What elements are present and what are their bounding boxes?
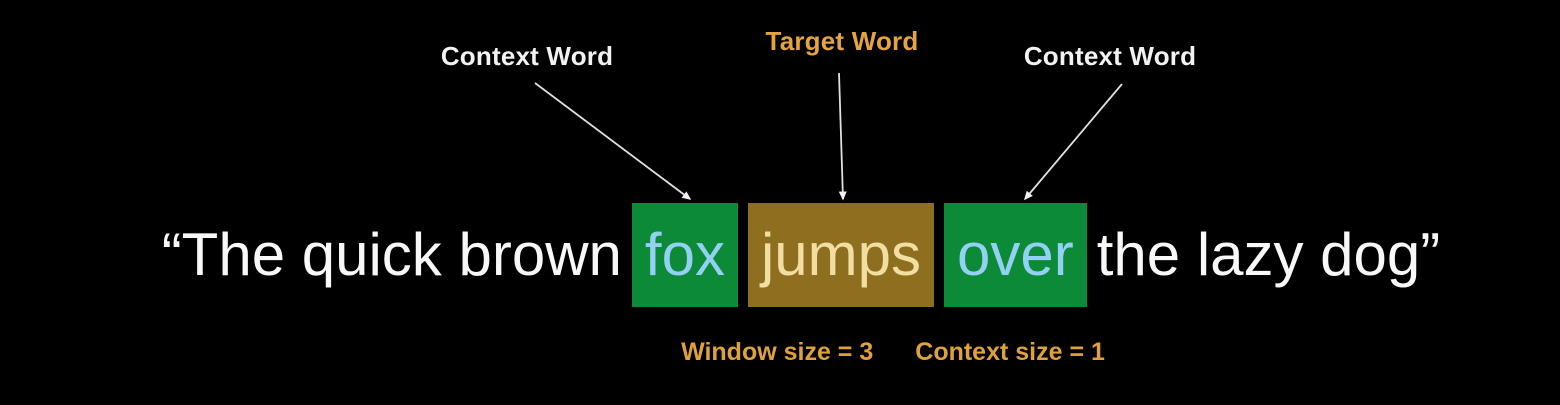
target-word-box-jumps: jumps bbox=[747, 203, 935, 307]
context-word-label-right: Context Word bbox=[1023, 41, 1197, 71]
sentence-suffix: the lazy dog” bbox=[1096, 221, 1441, 288]
caption: Window size = 3 Context size = 1 bbox=[681, 338, 1105, 367]
arrow-context-right-icon bbox=[1024, 83, 1123, 201]
sentence-prefix: “The quick brown bbox=[161, 221, 622, 288]
target-word-label: Target Word bbox=[765, 26, 919, 56]
window-size-caption: Window size = 3 bbox=[681, 338, 874, 366]
context-word-label-left: Context Word bbox=[440, 41, 614, 71]
example-sentence: “The quick brown fox jumps over the lazy… bbox=[42, 203, 1560, 307]
context-word-box-fox: fox bbox=[631, 203, 738, 307]
arrow-context-left-icon bbox=[534, 82, 692, 200]
context-size-caption: Context size = 1 bbox=[915, 338, 1105, 366]
context-word-box-over: over bbox=[944, 203, 1087, 307]
arrow-target-icon bbox=[838, 72, 847, 201]
